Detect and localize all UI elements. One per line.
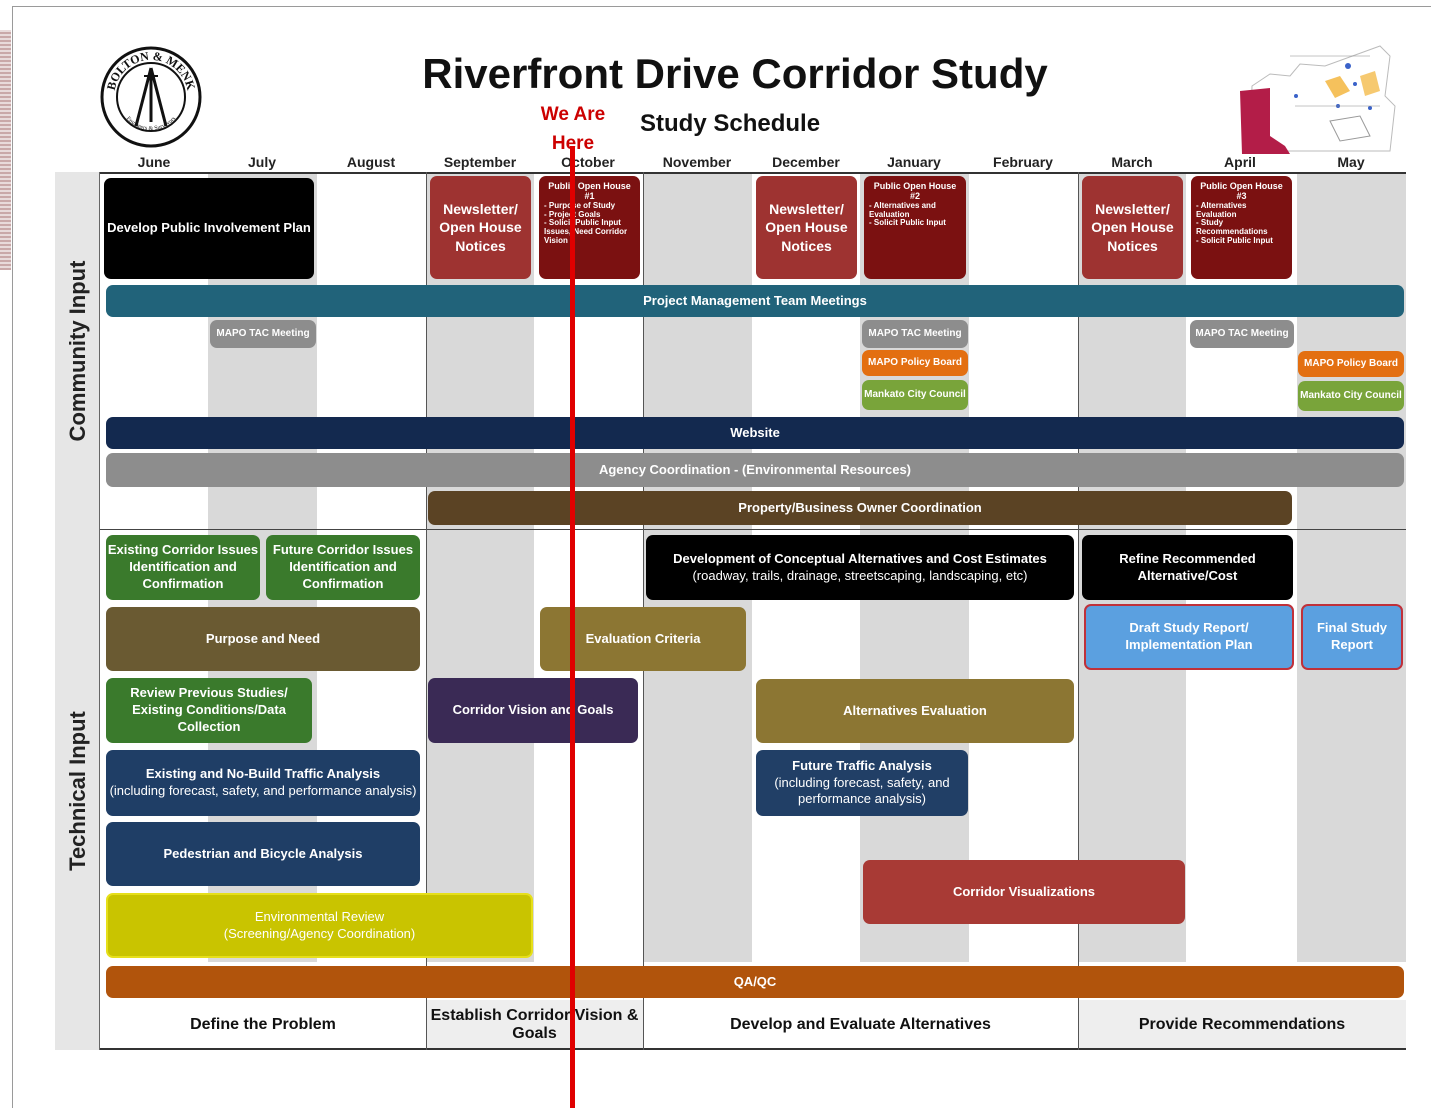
website-bar: Website: [106, 417, 1404, 449]
phase-bg: [426, 1000, 643, 1050]
phase-label: Define the Problem: [190, 1016, 336, 1033]
environmental-review-bar: Environmental Review (Screening/Agency C…: [106, 893, 533, 958]
agency-coordination-bar: Agency Coordination - (Environmental Res…: [106, 453, 1404, 487]
ped-bike-bar: Pedestrian and Bicycle Analysis: [106, 822, 420, 886]
we-are-here-marker: [570, 146, 575, 1108]
phase-label: Establish Corridor Vision & Goals: [430, 1007, 639, 1042]
minnesota-map: [1230, 36, 1400, 156]
month-header: June: [137, 154, 171, 170]
develop-alternatives-title: Development of Conceptual Alternatives a…: [673, 550, 1047, 566]
month-header: March: [1111, 154, 1153, 170]
marker-label-line2: Here: [551, 133, 595, 154]
property-coordination-bar: Property/Business Owner Coordination: [428, 491, 1292, 525]
pmt-meetings-bar: Project Management Team Meetings: [106, 285, 1404, 317]
mapo-policy-board: MAPO Policy Board: [1298, 351, 1404, 377]
existing-traffic-title: Existing and No-Build Traffic Analysis: [145, 766, 381, 782]
develop-alternatives-detail: (roadway, trails, drainage, streetscapin…: [692, 567, 1028, 583]
window-edge-left: [12, 6, 13, 1108]
section-divider: [100, 529, 1406, 530]
phase-divider: [1078, 172, 1079, 1050]
month-header: December: [772, 154, 840, 170]
future-traffic-bar: Future Traffic Analysis (including forec…: [756, 750, 968, 816]
draft-report-bar: Draft Study Report/ Implementation Plan: [1084, 604, 1294, 670]
phase-label: Provide Recommendations: [1138, 1016, 1346, 1033]
month-header: September: [443, 154, 517, 170]
mapo-tac-meeting: MAPO TAC Meeting: [1190, 320, 1294, 348]
mapo-tac-meeting: MAPO TAC Meeting: [210, 320, 316, 348]
phase-divider: [426, 172, 427, 1050]
open-house-3-bar: Public Open House #3 - Alternatives Eval…: [1191, 176, 1292, 279]
final-report-bar: Final Study Report: [1301, 604, 1403, 670]
month-header: July: [247, 154, 276, 170]
qaqc-bar: QA/QC: [106, 966, 1404, 998]
section-label-community: Community Input: [65, 260, 90, 442]
develop-plan-bar: Develop Public Involvement Plan: [104, 178, 314, 279]
month-header: November: [662, 154, 732, 170]
open-house-2-items: - Alternatives and Evaluation - Solicit …: [869, 200, 946, 228]
develop-alternatives-bar: Development of Conceptual Alternatives a…: [646, 535, 1074, 600]
future-traffic-title: Future Traffic Analysis: [792, 757, 932, 773]
refine-recommended-bar: Refine Recommended Alternative/Cost: [1082, 535, 1293, 600]
mapo-policy-board: MAPO Policy Board: [862, 350, 968, 376]
future-issues-bar: Future Corridor Issues Identification an…: [266, 535, 420, 600]
open-house-1-title: Public Open House #1: [548, 181, 631, 201]
alternatives-evaluation-bar: Alternatives Evaluation: [756, 679, 1074, 743]
existing-traffic-bar: Existing and No-Build Traffic Analysis (…: [106, 750, 420, 816]
open-house-2-bar: Public Open House #2 - Alternatives and …: [864, 176, 966, 279]
newsletter-bar: Newsletter/ Open House Notices: [430, 176, 531, 279]
logo: BOLTON & MENK Engineers & Surveyors: [100, 46, 202, 148]
section-label-column: [55, 172, 100, 1050]
page-title: Riverfront Drive Corridor Study: [422, 50, 1048, 97]
marker-label-line1: We Are: [540, 104, 606, 125]
phase-label: Develop and Evaluate Alternatives: [730, 1016, 991, 1033]
open-house-2-title: Public Open House #2: [873, 181, 957, 201]
we-are-here-label: We Are Here: [528, 100, 618, 158]
newsletter-bar: Newsletter/ Open House Notices: [1082, 176, 1183, 279]
mapo-tac-meeting: MAPO TAC Meeting: [862, 320, 968, 348]
mankato-city-council: Mankato City Council: [862, 380, 968, 410]
month-header: January: [887, 154, 941, 170]
window-edge-strip: [0, 30, 11, 270]
existing-traffic-detail: (including forecast, safety, and perform…: [109, 783, 417, 798]
corridor-visualizations-bar: Corridor Visualizations: [863, 860, 1185, 924]
window-edge-top: [12, 6, 1431, 7]
open-house-3-items: - Alternatives Evaluation - Study Recomm…: [1196, 200, 1273, 245]
mankato-city-council: Mankato City Council: [1298, 381, 1404, 411]
review-studies-bar: Review Previous Studies/ Existing Condit…: [106, 678, 312, 743]
future-traffic-detail: (including forecast, safety, and perform…: [774, 774, 950, 807]
newsletter-bar: Newsletter/ Open House Notices: [756, 176, 857, 279]
phase-bg: [1078, 1000, 1406, 1050]
page-subtitle: Study Schedule: [640, 110, 821, 137]
month-header: April: [1224, 154, 1256, 170]
open-house-1-bar: Public Open House #1 - Purpose of Study …: [539, 176, 640, 279]
open-house-1-items: - Purpose of Study - Project Goals - Sol…: [544, 200, 628, 245]
environmental-review-detail: (Screening/Agency Coordination): [223, 925, 416, 941]
existing-issues-bar: Existing Corridor Issues Identification …: [106, 535, 260, 600]
month-header: May: [1337, 154, 1365, 170]
corridor-vision-bar: Corridor Vision and Goals: [428, 678, 638, 743]
open-house-3-title: Public Open House #3: [1200, 181, 1283, 201]
month-header: February: [993, 154, 1053, 170]
month-header: August: [346, 154, 396, 170]
environmental-review-title: Environmental Review: [254, 908, 385, 924]
purpose-need-bar: Purpose and Need: [106, 607, 420, 671]
month-header: October: [561, 154, 615, 170]
